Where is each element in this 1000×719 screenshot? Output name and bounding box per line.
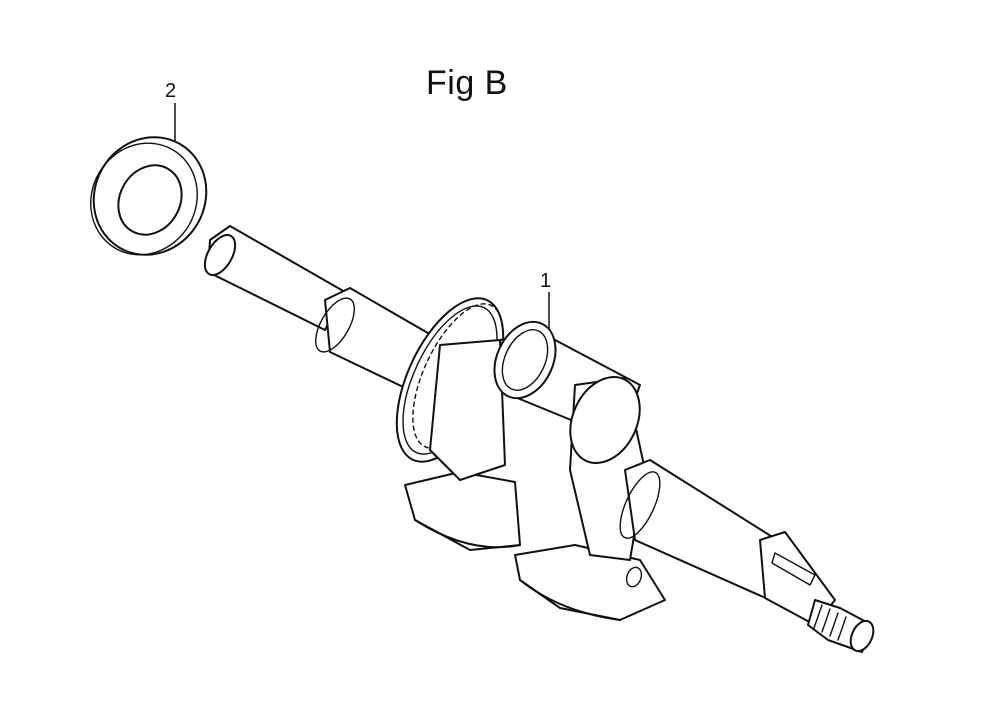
washer-part	[90, 136, 208, 256]
callout-number-crankshaft: 1	[540, 270, 552, 292]
crankshaft-part	[203, 225, 875, 653]
figure-title: Fig B	[426, 64, 508, 102]
callout-number-washer: 2	[165, 80, 177, 102]
